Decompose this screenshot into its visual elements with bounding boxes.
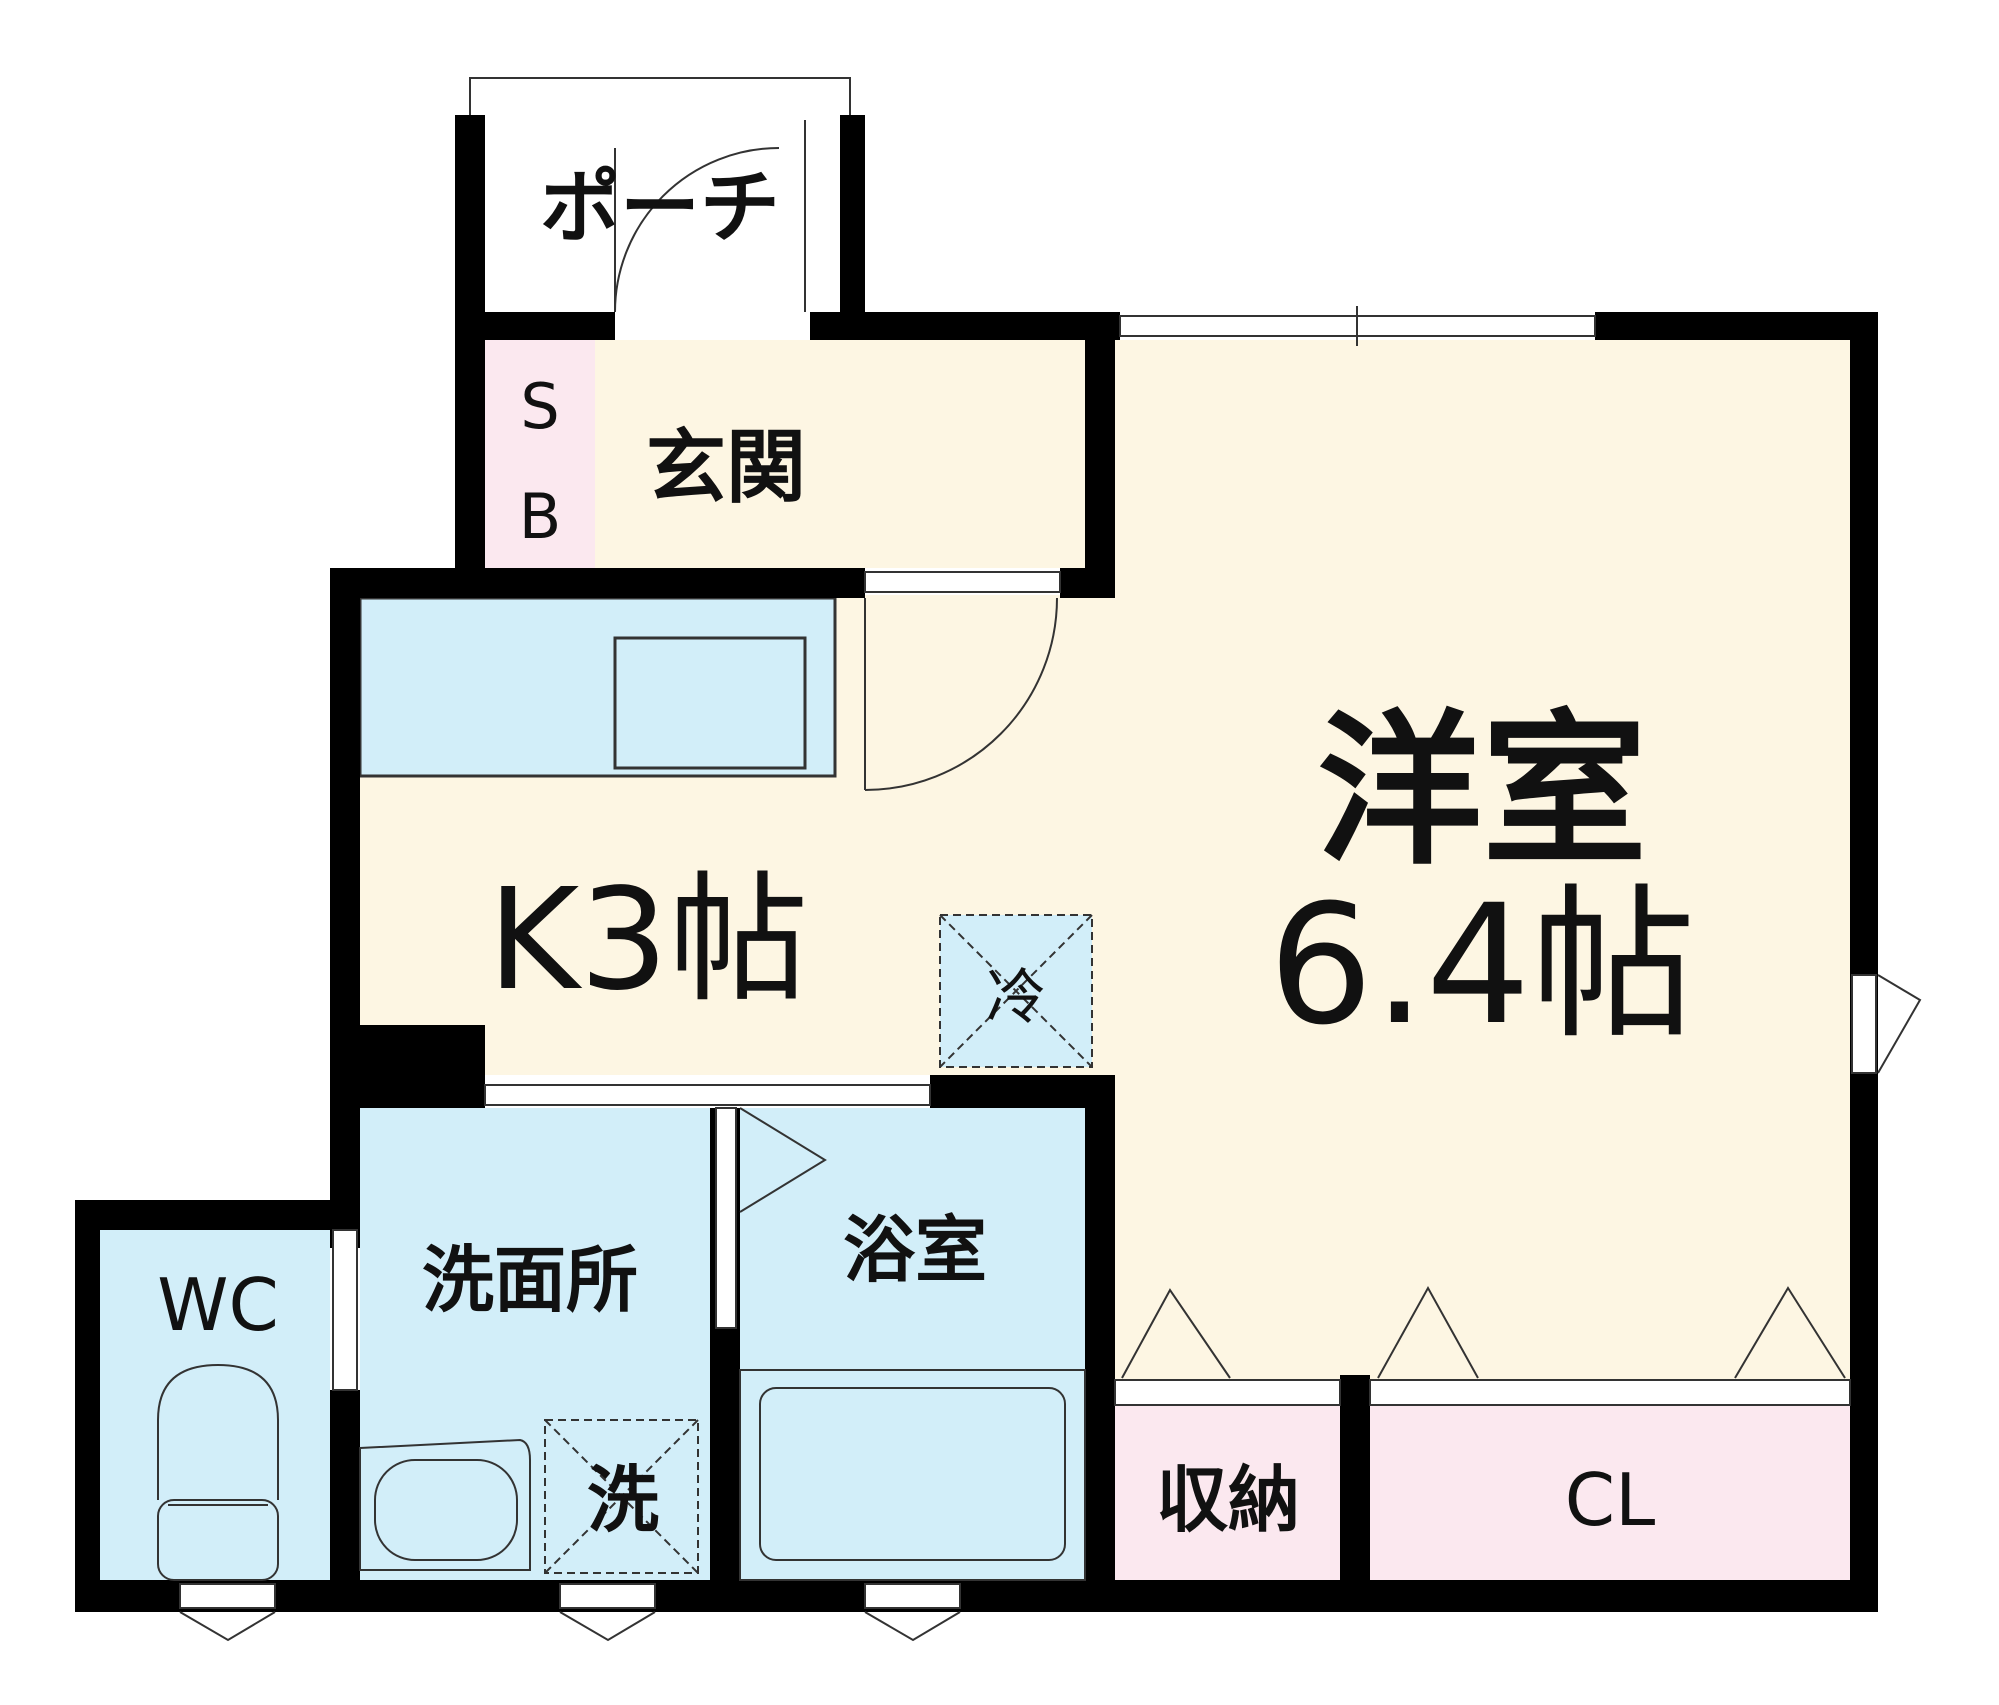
closet-door-swing-a <box>1377 1285 1479 1379</box>
bottom-window-wc-swing <box>179 1611 276 1642</box>
shoe-box-label-s: S <box>520 370 559 443</box>
wall-kitchen-left <box>330 568 360 1248</box>
kitchen-label: K3帖 <box>488 859 809 1022</box>
washbasin-bowl <box>374 1459 518 1561</box>
wall-entrance-left <box>455 312 485 598</box>
toilet-tank <box>157 1499 279 1581</box>
wall-porch-right <box>840 115 865 312</box>
washer-label: 洗 <box>587 1458 659 1542</box>
bottom-window-wash <box>559 1583 656 1609</box>
western-room-label: 洋室 <box>1317 695 1647 887</box>
wall-bottom <box>75 1580 1878 1612</box>
bath-door-frame <box>715 1107 737 1329</box>
bottom-window-bath-swing <box>864 1611 961 1642</box>
bottom-window-wash-swing <box>559 1611 656 1642</box>
bathtub-inner <box>759 1387 1066 1561</box>
wall-wc-left <box>75 1200 100 1612</box>
bath-label: 浴室 <box>843 1208 987 1292</box>
wall-wc-right-bottom <box>330 1390 360 1580</box>
entrance-floor <box>595 340 1085 568</box>
storage-door-swing <box>1121 1288 1231 1379</box>
western-room-floor <box>1115 340 1850 1380</box>
porch-outline <box>469 77 851 115</box>
wall-bath-top <box>930 1075 1115 1108</box>
fridge-cross-b <box>939 914 1093 1068</box>
storage-label: 収納 <box>1156 1458 1300 1542</box>
bottom-window-bath <box>864 1583 961 1609</box>
closet-door-rail <box>1369 1379 1851 1406</box>
bath-door-swing <box>739 1107 827 1213</box>
closet-floor <box>1370 1405 1850 1580</box>
room-floors <box>100 340 1850 1580</box>
toilet-bowl <box>157 1363 279 1500</box>
washroom-floor <box>360 1108 710 1580</box>
wall-entrance-right <box>1085 312 1115 598</box>
washbasin <box>359 1438 531 1571</box>
room-labels: ポーチ S B 玄関 K3帖 冷 洋室 6.4帖 洗面所 洗 浴室 WC 収納 … <box>157 161 1695 1542</box>
wall-top-western-b <box>1595 312 1878 340</box>
bottom-window-wc <box>179 1583 276 1609</box>
closet-door-swing-b <box>1734 1286 1846 1379</box>
wall-wc-top <box>75 1200 360 1230</box>
shoe-box-label-b: B <box>519 480 562 553</box>
wall-kitchen-column <box>360 1025 485 1108</box>
wall-right <box>1850 312 1878 1612</box>
wall-entrance-top-b <box>810 312 1115 340</box>
wall-entrance-bottom-a <box>330 568 865 598</box>
fridge-space <box>939 914 1093 1068</box>
wall-kitchen-right <box>1085 1075 1115 1580</box>
wc-door-frame <box>332 1229 358 1391</box>
wc-floor <box>100 1230 330 1580</box>
washer-cross-b <box>544 1419 699 1574</box>
entrance-label: 玄関 <box>646 421 806 514</box>
washroom-door-frame <box>484 1084 931 1106</box>
wall-entrance-bottom-b <box>1060 568 1115 598</box>
closet-label: CL <box>1565 1458 1655 1542</box>
washroom-label: 洗面所 <box>422 1238 638 1322</box>
storage-floor <box>1115 1405 1340 1580</box>
wall-porch-left <box>455 115 485 312</box>
western-room-size: 6.4帖 <box>1268 869 1695 1061</box>
wc-label: WC <box>157 1263 278 1347</box>
washer-space <box>544 1419 699 1574</box>
shoe-box-floor <box>485 340 595 568</box>
kitchen-sink <box>613 636 807 770</box>
right-window <box>1851 974 1877 1074</box>
storage-door-rail <box>1114 1379 1341 1406</box>
bathtub-outer <box>739 1369 1086 1581</box>
porch-label: ポーチ <box>540 161 780 254</box>
right-window-swing <box>1877 974 1922 1074</box>
kitchen-door-swing <box>864 597 1058 791</box>
kitchen-door-frame <box>864 571 1061 593</box>
fittings <box>157 120 1922 1642</box>
bath-floor <box>740 1108 1085 1580</box>
fridge-label: 冷 <box>986 963 1046 1033</box>
wall-storage-divider <box>1340 1375 1370 1580</box>
